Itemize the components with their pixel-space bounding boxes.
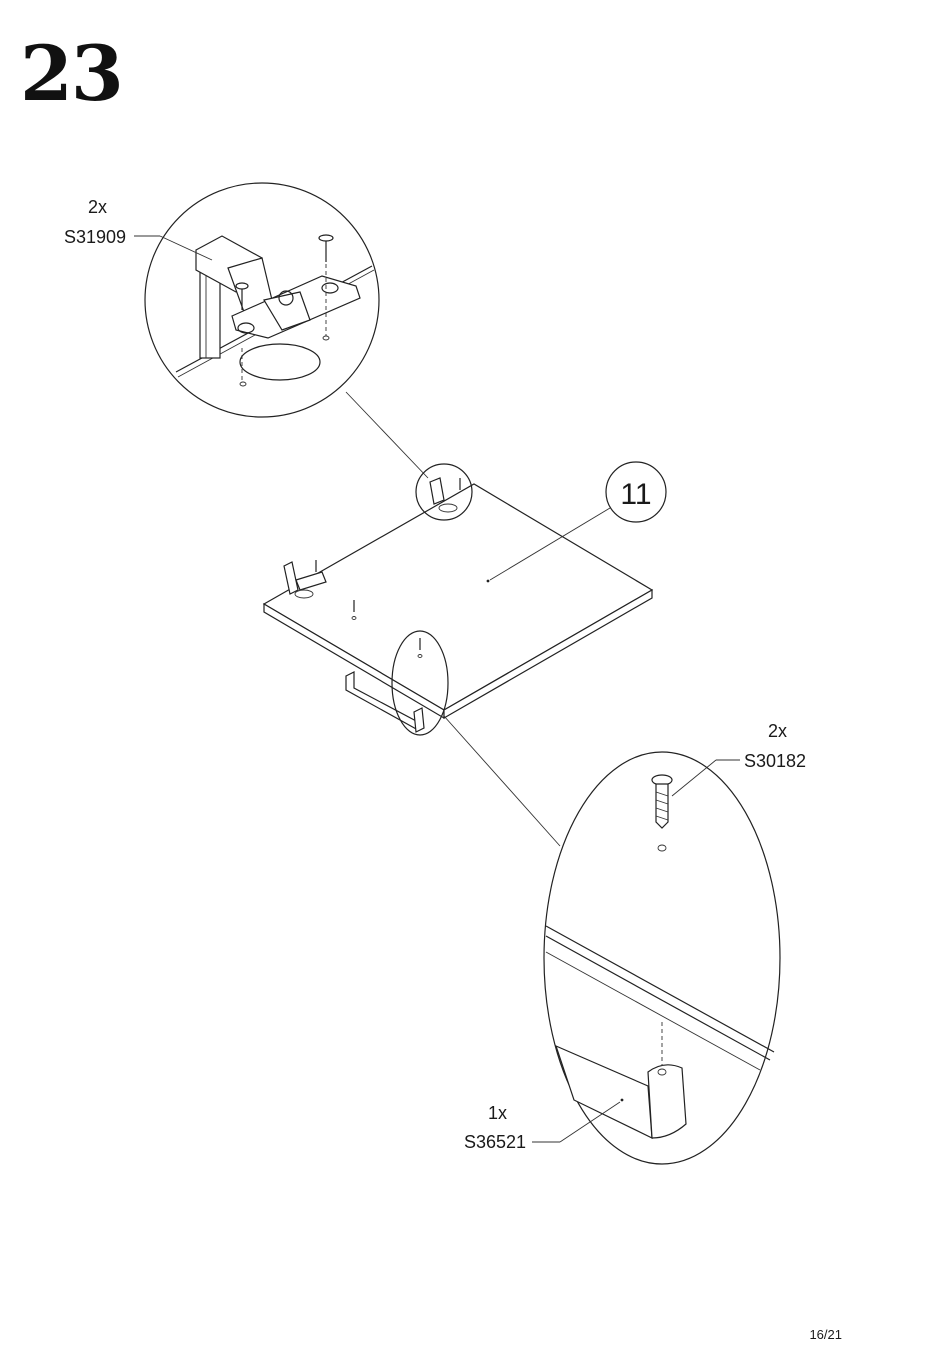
bracket-detail-oval xyxy=(532,752,780,1164)
countersunk-screw-icon xyxy=(652,775,672,828)
part-number-11: 11 xyxy=(620,478,651,511)
shelf-panel-11: 11 xyxy=(264,462,666,846)
hinge-screw-icon xyxy=(319,235,333,262)
hinge-detail-circle xyxy=(134,183,428,478)
